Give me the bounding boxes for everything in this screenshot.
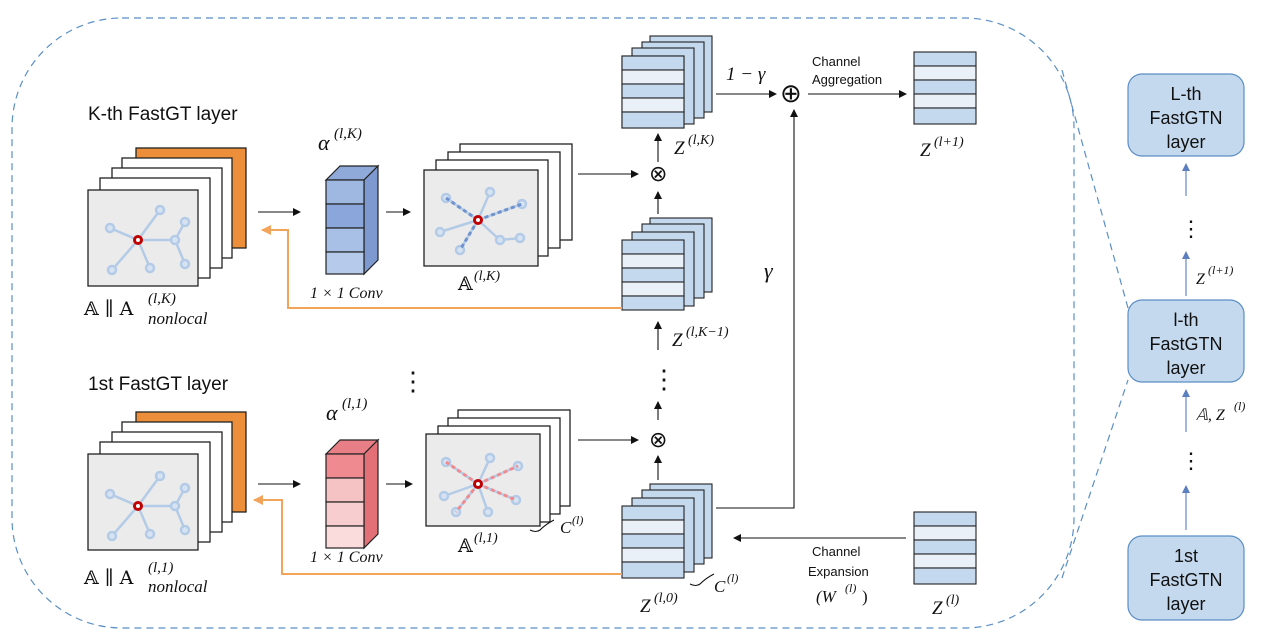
kth-layer-title: K-th FastGT layer (88, 104, 238, 125)
kth-graph-sup: (l,K) (474, 269, 500, 284)
right-dots-top: ⋮ (1180, 216, 1202, 241)
channel-agg-2: Aggregation (812, 72, 882, 87)
first-graph-brace (529, 519, 555, 533)
first-graph-brace-label: C (560, 518, 572, 537)
right-box-mid-line2: FastGTN (1149, 334, 1222, 354)
first-graph-sup: (l,1) (474, 531, 498, 546)
orange-arrow-1 (253, 495, 622, 575)
center-dots: ⋮ (651, 365, 677, 394)
z-l0-sup: (l,0) (654, 591, 678, 606)
kth-input-graph (104, 204, 191, 276)
w-label: (W (816, 587, 838, 606)
z-l0-brace (689, 573, 715, 587)
z-lk1-sup: (l,K−1) (686, 325, 729, 340)
stack-z-lk1 (621, 217, 713, 311)
otimes-1: ⊗ (649, 427, 667, 452)
gamma-label: γ (764, 258, 774, 283)
channel-agg-1: Channel (812, 54, 861, 69)
kth-input-sub: nonlocal (148, 309, 208, 328)
stack-z-next (913, 51, 977, 125)
dashed-border (11, 17, 1075, 629)
first-input-sub: nonlocal (148, 577, 208, 596)
middle-dots: ⋮ (400, 367, 426, 396)
kth-input-sup: (l,K) (148, 291, 176, 307)
first-conv-label: 1 × 1 Conv (310, 549, 383, 566)
z-lk-label: Z (674, 138, 685, 159)
channel-exp-1: Channel (812, 544, 861, 559)
zoom-line-top (1061, 69, 1129, 309)
right-box-top-line3: layer (1166, 132, 1205, 152)
first-input-label: 𝔸 ∥ A (83, 567, 134, 589)
right-top-arrow-label: Z (1196, 271, 1206, 288)
zoom-line-bottom (1061, 379, 1129, 579)
z-l-label: Z (932, 598, 943, 619)
first-input-sup: (l,1) (148, 560, 173, 576)
kth-input-label: 𝔸 ∥ A (83, 298, 134, 320)
one-minus-gamma: 1 − γ (726, 64, 766, 85)
otimes-k: ⊗ (649, 161, 667, 186)
oplus: ⊕ (780, 79, 802, 108)
z-l-sup: (l) (946, 593, 960, 608)
first-alpha: α (326, 400, 338, 425)
kth-input-stack (87, 147, 247, 287)
stack-z-l0 (621, 483, 713, 579)
right-box-mid-line1: l-th (1173, 310, 1198, 330)
first-graph-label: 𝔸 (457, 535, 473, 557)
kth-alpha: α (318, 130, 330, 155)
stack-z-lk (621, 35, 713, 129)
first-conv-kernel (324, 438, 380, 550)
z-l0-brace-sup: (l) (727, 571, 738, 585)
right-box-top: L-th FastGTN layer (1127, 73, 1245, 157)
right-box-top-line1: L-th (1170, 84, 1201, 104)
channel-exp-2: Expansion (808, 564, 869, 579)
kth-conv-label: 1 × 1 Conv (310, 285, 383, 302)
stack-z-l (913, 511, 977, 585)
z-lk-sup: (l,K) (688, 133, 714, 148)
right-box-bottom-line3: layer (1166, 594, 1205, 614)
kth-alpha-sup: (l,K) (334, 126, 362, 142)
first-layer-title: 1st FastGT layer (88, 374, 229, 395)
gamma-arrow (716, 109, 798, 509)
right-box-bottom-line2: FastGTN (1149, 570, 1222, 590)
z-l0-brace-label: C (714, 577, 726, 596)
right-box-mid: l-th FastGTN layer (1127, 299, 1245, 383)
right-box-top-line2: FastGTN (1149, 108, 1222, 128)
right-box-mid-line3: layer (1166, 358, 1205, 378)
z-next-label: Z (920, 140, 931, 161)
kth-graph-label: 𝔸 (457, 273, 473, 295)
right-top-arrow-sup: (l+1) (1208, 263, 1233, 277)
z-l0-label: Z (640, 596, 651, 617)
w-label-sup: (l) (845, 581, 856, 595)
right-box-bottom-line1: 1st (1174, 546, 1198, 566)
first-graph-brace-sup: (l) (572, 513, 583, 527)
right-box-bottom: 1st FastGTN layer (1127, 535, 1245, 621)
right-bottom-arrow-sup: (l) (1234, 399, 1245, 413)
orange-arrow-k (261, 225, 622, 309)
right-dots-bottom: ⋮ (1180, 448, 1202, 473)
z-next-sup: (l+1) (934, 135, 964, 150)
right-bottom-arrow-label: 𝔸, Z (1196, 407, 1226, 424)
w-label-close: ) (862, 587, 868, 606)
z-lk1-label: Z (672, 330, 683, 351)
kth-graph-stack (423, 143, 573, 267)
first-input-stack (87, 411, 247, 551)
first-alpha-sup: (l,1) (342, 396, 367, 412)
kth-conv-kernel (324, 164, 380, 276)
first-graph-stack (425, 409, 571, 527)
